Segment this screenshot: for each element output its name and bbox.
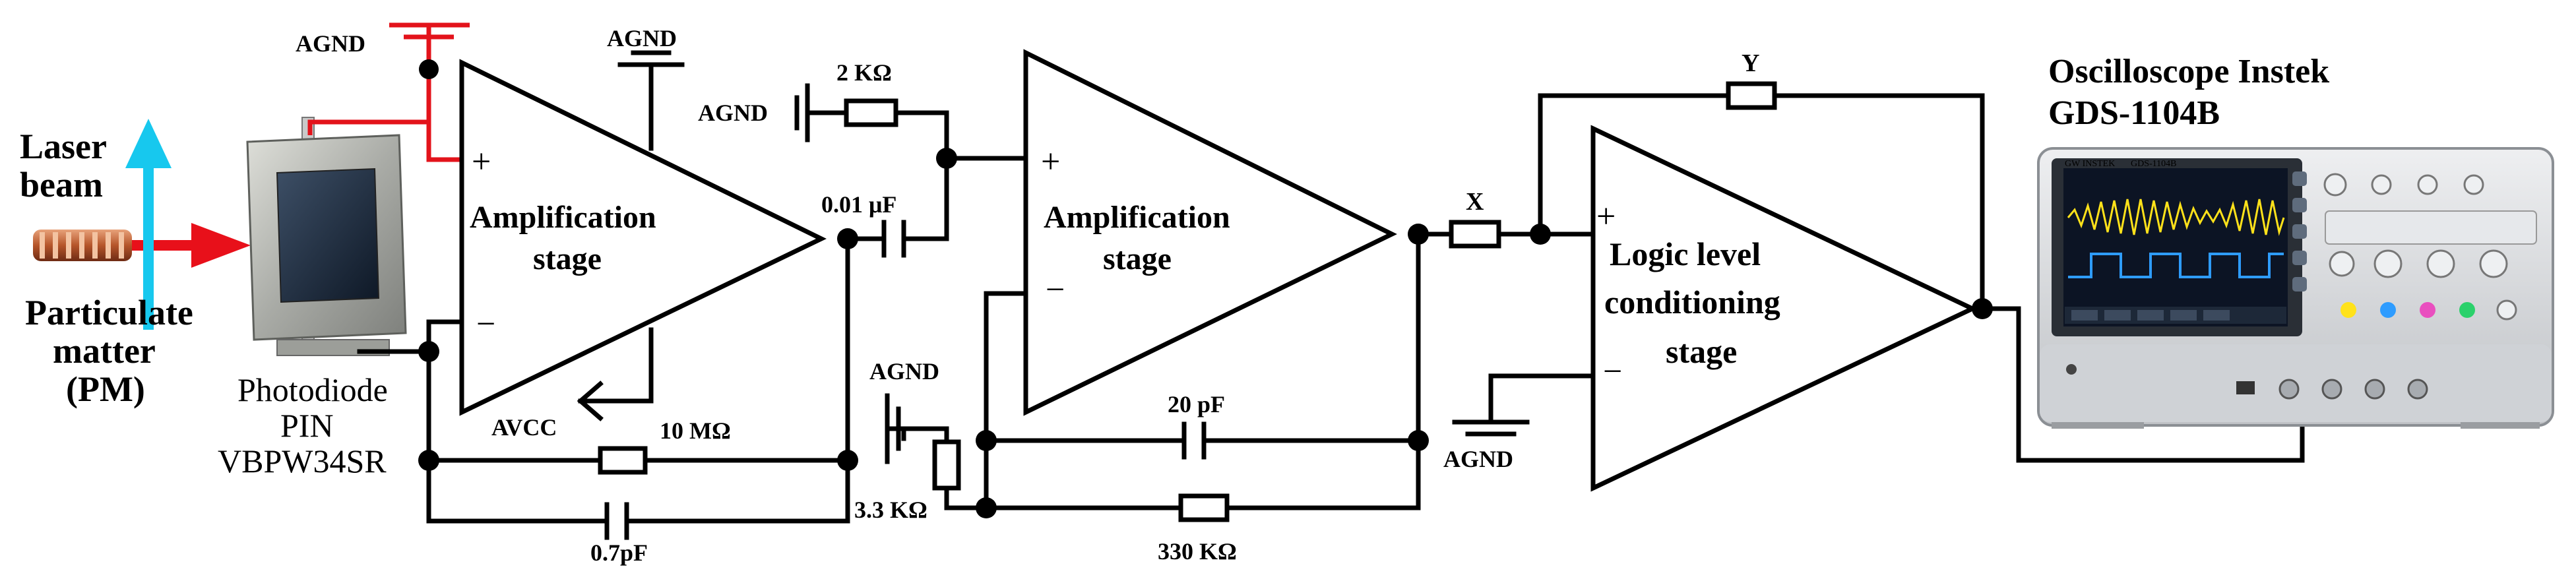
photodiode-label-line3: VBPW34SR [218, 443, 387, 479]
stage3-title-line3: stage [1666, 333, 1737, 370]
pm-label-line1: Particulate [25, 293, 193, 332]
stage3-agnd: AGND [1443, 446, 1513, 472]
oscilloscope-title-line2: GDS-1104B [2048, 94, 2220, 132]
stage3-minus: − [1603, 353, 1622, 390]
stage1-plus: + [472, 143, 491, 181]
pm-label-line3: (PM) [66, 369, 145, 409]
laser-label-line2: beam [20, 165, 103, 204]
stage1-agnd-left: AGND [296, 30, 365, 57]
photodiode-label-line1: Photodiode [237, 371, 388, 408]
stage3-opamp: + − Logic level conditioning stage [1590, 125, 1978, 492]
laser-label-line1: Laser [20, 127, 107, 166]
coupling-capacitor-label: 0.01 μF [821, 191, 896, 218]
stage2-title-line1: Amplification [1044, 200, 1230, 235]
laser-diode-image [33, 230, 132, 261]
stage3-title-line1: Logic level [1610, 235, 1761, 272]
stage2-plus: + [1041, 143, 1060, 181]
stage2-opamp: + − Amplification stage [1023, 49, 1397, 416]
laser-source: Laser beam Particulate matter (PM) [20, 119, 251, 409]
stage1-minus: − [476, 305, 495, 343]
stage3-title-line2: conditioning [1604, 284, 1780, 321]
oscilloscope-brand: GW INSTEK [2065, 159, 2115, 169]
stage1-feedback-resistor-label: 10 MΩ [660, 417, 731, 444]
stage2-wiring [794, 83, 1429, 518]
stage2-feedback-capacitor-label: 20 pF [1168, 391, 1225, 417]
stage1-avcc: AVCC [491, 414, 557, 441]
stage3-resistor-y-label: Y [1742, 49, 1759, 77]
stage1-feedback-resistor [598, 446, 648, 475]
stage2-ground-resistor-label: 3.3 KΩ [854, 497, 927, 523]
stage2-ground-resistor [932, 439, 961, 491]
stage1-title-line1: Amplification [470, 200, 656, 235]
photodiode-image [246, 117, 407, 356]
oscilloscope-screen [2063, 168, 2288, 326]
pm-flow-arrow [125, 119, 172, 330]
stage2-agnd-bottom: AGND [869, 358, 939, 385]
stage2-input-resistor [844, 98, 898, 127]
stage2-feedback-resistor-label: 330 KΩ [1158, 538, 1237, 565]
photodiode-label-line2: PIN [280, 407, 334, 444]
oscilloscope-title-line1: Oscilloscope Instek [2048, 53, 2329, 90]
stage1-agnd-top: AGND [607, 25, 677, 51]
stage2-input-resistor-label: 2 KΩ [836, 59, 892, 86]
stage2-minus: − [1046, 271, 1065, 309]
stage3-resistor-x-label: X [1466, 188, 1484, 216]
photodiode-label: Photodiode PIN VBPW34SR [218, 371, 388, 479]
yellow-trace [2067, 199, 2285, 236]
stage2-title-line2: stage [1103, 241, 1172, 276]
stage3-resistor-x [1449, 220, 1501, 249]
stage3-wiring [1416, 93, 2305, 463]
stage3-plus: + [1596, 198, 1616, 235]
pm-label-line2: matter [53, 331, 156, 371]
stage1-opamp: + − Amplification stage [459, 59, 827, 416]
oscilloscope-model: GDS-1104B [2131, 159, 2177, 169]
oscilloscope-image: GW INSTEK GDS-1104B [2037, 147, 2554, 429]
stage2-feedback-resistor [1178, 493, 1230, 522]
stage2-agnd-input: AGND [698, 100, 768, 126]
stage1-feedback-capacitor-label: 0.7pF [590, 539, 648, 566]
stage3-resistor-y [1726, 81, 1777, 110]
stage1-title-line2: stage [533, 241, 602, 276]
blue-trace [2068, 253, 2284, 278]
